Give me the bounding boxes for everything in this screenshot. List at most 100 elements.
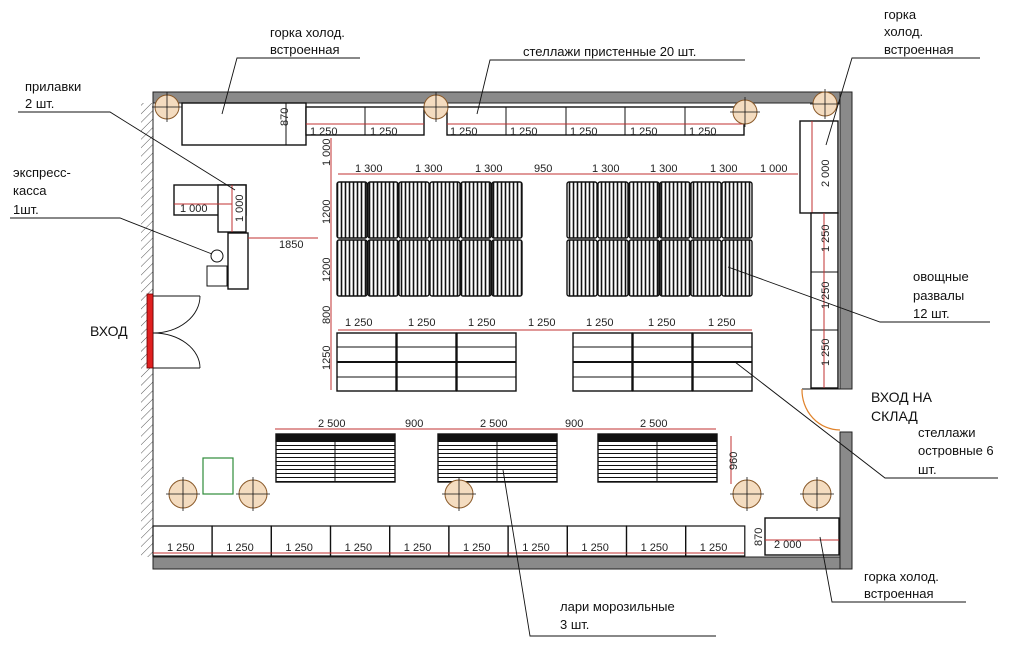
svg-text:стеллажи: стеллажи: [918, 425, 975, 440]
vegetable-display-module: [367, 181, 399, 239]
vegetable-display-module: [336, 239, 368, 297]
label-gorka-br: горка холод. встроенная: [819, 536, 966, 603]
dimension-label: 1 300: [650, 163, 678, 175]
vegetable-display-module: [491, 181, 523, 239]
bottom-wall-shelves: [152, 525, 746, 557]
dimension-label: 1 250: [522, 542, 550, 554]
express-cash-desk: [206, 232, 318, 290]
dimension-label: 1 250: [404, 542, 432, 554]
dimension-label: 1 250: [285, 542, 313, 554]
svg-text:1шт.: 1шт.: [13, 202, 39, 217]
svg-text:1250: 1250: [321, 346, 333, 370]
svg-text:2 000: 2 000: [774, 539, 802, 551]
dimension-label: 2 500: [318, 418, 346, 430]
dimension-label: 1 250: [310, 126, 338, 138]
wall-right-lower: [839, 431, 853, 570]
green-marker: [202, 457, 234, 495]
vegetable-display-module: [429, 181, 461, 239]
label-kassa: экспресс- касса 1шт.: [10, 165, 213, 255]
freezer-lid: [438, 434, 557, 442]
dimension-label: 1 300: [592, 163, 620, 175]
dimension-label: 1 250: [450, 126, 478, 138]
svg-text:лари морозильные: лари морозильные: [560, 599, 675, 614]
vegetable-display-module: [628, 181, 660, 239]
vegetable-display-module: [491, 239, 523, 297]
wall-shelf-module: [330, 525, 391, 557]
dimension-label: 1 250: [708, 317, 736, 329]
island-shelves: [336, 332, 753, 392]
svg-text:1 000: 1 000: [234, 194, 246, 222]
label-stellazhi-island: стеллажи островные 6 шт.: [734, 361, 998, 479]
svg-text:встроенная: встроенная: [884, 42, 954, 57]
dimension-label: 1 250: [468, 317, 496, 329]
vegetable-display-module: [659, 239, 691, 297]
dimension-texts: 870 1 000 1 000 1850 1 000 1200 1200 800…: [167, 108, 832, 554]
top-wall-shelves: [305, 106, 745, 136]
svg-text:3 шт.: 3 шт.: [560, 617, 589, 632]
dimension-label: 1 250: [528, 317, 556, 329]
svg-text:1 000: 1 000: [321, 138, 333, 166]
svg-text:960: 960: [728, 452, 740, 470]
vegetable-display-module: [628, 239, 660, 297]
wall-shelf-module: [685, 525, 746, 557]
dimension-lines: [153, 138, 798, 554]
svg-text:островные 6: островные 6: [918, 443, 994, 458]
label-gorka-tr: горка холод. встроенная: [825, 7, 980, 146]
freezer-chests: [275, 433, 718, 483]
svg-text:12 шт.: 12 шт.: [913, 306, 950, 321]
vegetable-display-module: [398, 239, 430, 297]
vegetable-display-module: [690, 181, 722, 239]
wall-shelf-module: [389, 525, 450, 557]
wall-shelf-module: [211, 525, 272, 557]
label-vhod-sklad: ВХОД НА СКЛАД: [871, 389, 933, 424]
dimension-label: 900: [405, 418, 423, 430]
svg-text:горка холод.: горка холод.: [864, 569, 939, 584]
dimension-label: 1 250: [648, 317, 676, 329]
vegetable-display-module: [597, 239, 629, 297]
dimension-label: 1 250: [167, 542, 195, 554]
svg-text:870: 870: [279, 108, 291, 126]
label-gorka-top: горка холод. встроенная: [221, 25, 360, 115]
entrance-marker: [146, 293, 154, 369]
dimension-label: 1 300: [475, 163, 503, 175]
label-ovosh: овощные развалы 12 шт.: [727, 266, 990, 323]
dimension-label: 1 300: [415, 163, 443, 175]
left-counters: [173, 184, 247, 233]
dimension-label: 1 250: [226, 542, 254, 554]
walls: [141, 91, 853, 570]
label-vhod: ВХОД: [90, 323, 128, 339]
wall-shelf-module: [566, 525, 628, 557]
entrance-door: [146, 293, 201, 369]
vegetable-display-module: [566, 239, 598, 297]
right-wall-shelves: [810, 212, 839, 389]
wall-right-upper: [839, 91, 853, 390]
svg-text:2 шт.: 2 шт.: [25, 96, 54, 111]
svg-text:овощные: овощные: [913, 269, 969, 284]
label-prilavki: прилавки 2 шт.: [18, 79, 236, 191]
svg-text:касса: касса: [13, 183, 47, 198]
dimension-label: 1 250: [510, 126, 538, 138]
right-cold-counter: [799, 120, 839, 214]
svg-text:870: 870: [753, 528, 765, 546]
freezer-lid: [598, 434, 717, 442]
dimension-label: 1 300: [355, 163, 383, 175]
svg-text:экспресс-: экспресс-: [13, 165, 71, 180]
svg-text:горка: горка: [884, 7, 917, 22]
svg-text:СКЛАД: СКЛАД: [871, 408, 918, 424]
dimension-label: 1 250: [820, 281, 832, 309]
vegetable-display-module: [336, 181, 368, 239]
dimension-label: 1 250: [641, 542, 669, 554]
vegetable-displays: [336, 181, 753, 297]
columns: [152, 89, 840, 511]
warehouse-door: [801, 388, 841, 431]
vegetable-display-module: [721, 181, 753, 239]
dimension-label: 1 250: [700, 542, 728, 554]
svg-text:1850: 1850: [279, 239, 303, 251]
dimension-label: 1 250: [581, 542, 609, 554]
vegetable-display-module: [398, 181, 430, 239]
label-lari: лари морозильные 3 шт.: [502, 469, 716, 637]
svg-text:горка холод.: горка холод.: [270, 25, 345, 40]
vegetable-display-module: [659, 181, 691, 239]
wall-shelf-module: [507, 525, 568, 557]
